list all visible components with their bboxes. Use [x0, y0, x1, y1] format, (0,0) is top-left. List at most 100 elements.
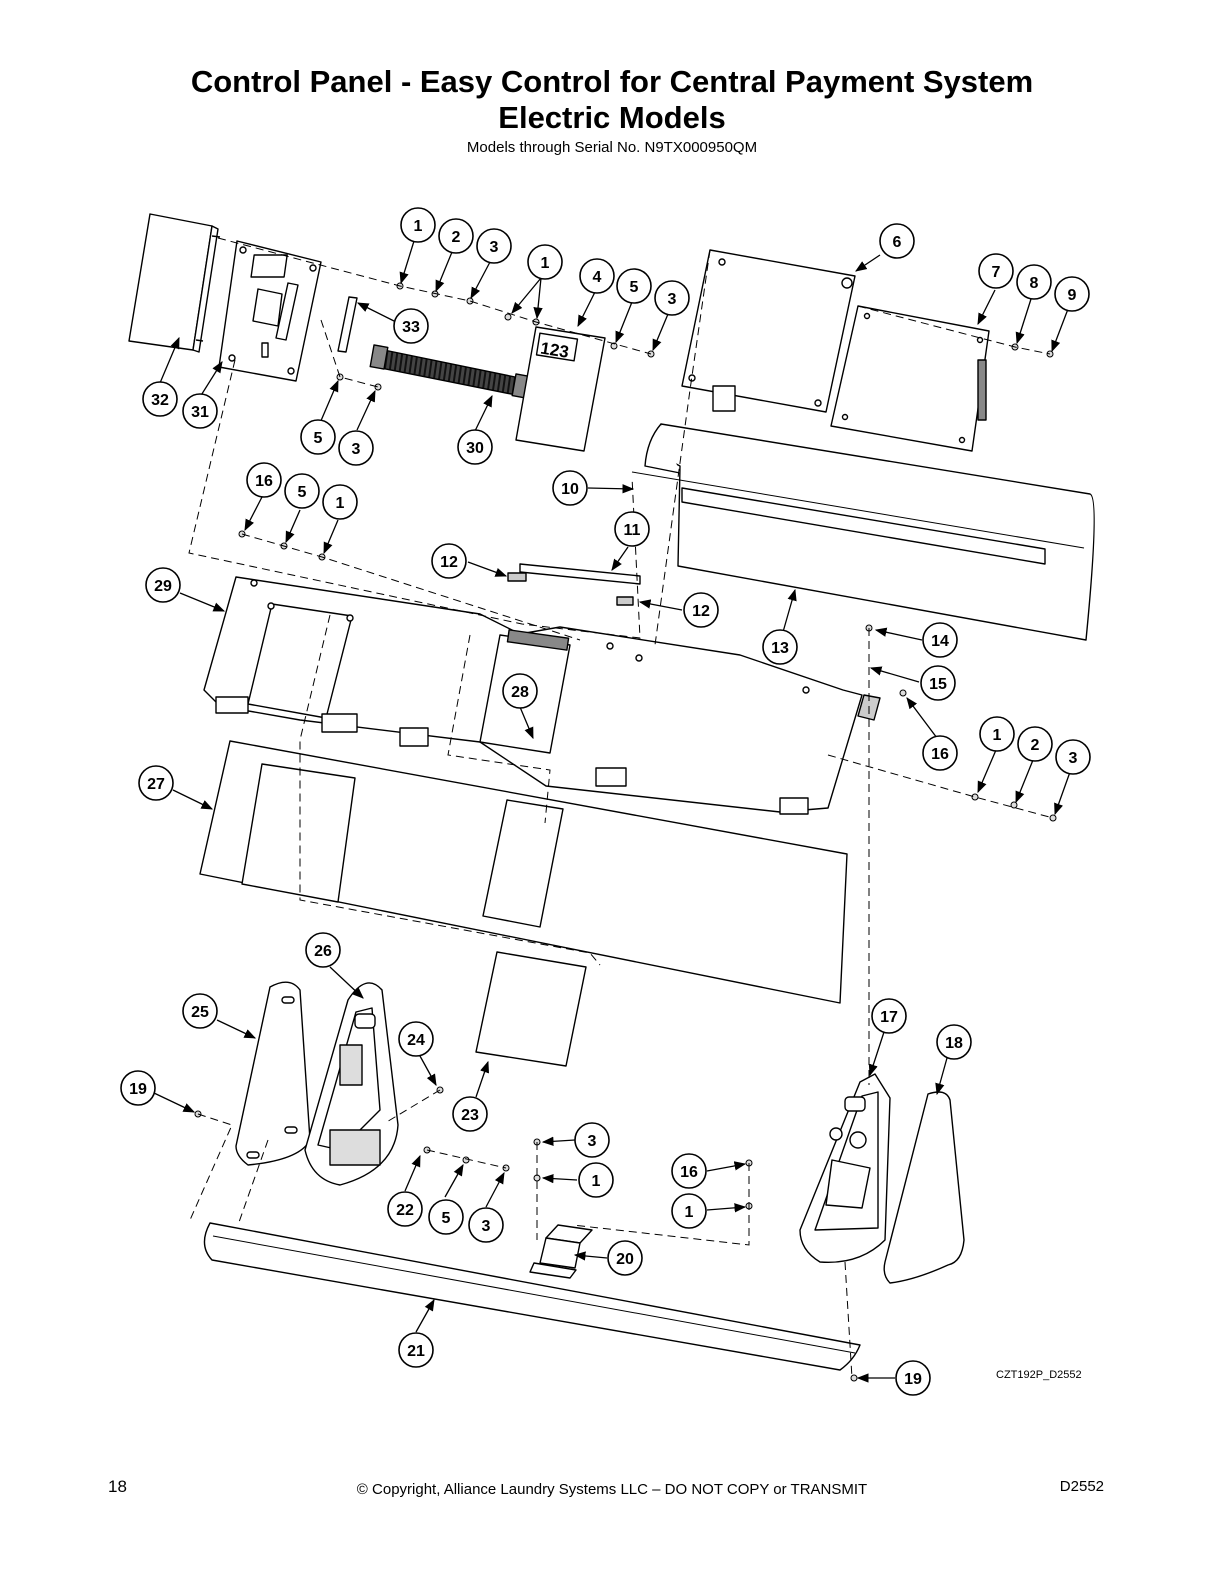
callout-23: 23	[452, 1096, 488, 1132]
callout-number: 8	[1030, 275, 1039, 292]
keypad-digits: 123	[539, 339, 570, 362]
part-25-side-panel	[235, 981, 311, 1166]
callout-number: 5	[314, 430, 323, 447]
callout-number: 10	[561, 481, 579, 498]
callout-number: 5	[298, 484, 307, 501]
part-4-keypad-board: 123	[515, 326, 606, 452]
callout-14: 14	[922, 622, 958, 658]
part-26-side-bracket	[304, 982, 399, 1186]
callout-3: 3	[468, 1207, 504, 1243]
callout-3: 3	[338, 430, 374, 466]
callout-21: 21	[398, 1332, 434, 1368]
page-number: 18	[108, 1477, 127, 1496]
page-title: Control Panel - Easy Control for Central…	[190, 64, 1034, 99]
callout-22: 22	[387, 1191, 423, 1227]
callout-circle	[284, 473, 320, 509]
callout-15: 15	[920, 665, 956, 701]
callout-circle	[552, 470, 588, 506]
callout-26: 26	[305, 932, 341, 968]
callout-number: 7	[992, 264, 1001, 281]
callout-circle	[476, 228, 512, 264]
callout-circle	[398, 1021, 434, 1057]
callout-circle	[654, 280, 690, 316]
callout-circle	[978, 253, 1014, 289]
part-27-overlay-panel	[199, 740, 848, 1004]
callout-29: 29	[145, 567, 181, 603]
callout-number: 26	[314, 943, 332, 960]
callout-13: 13	[762, 629, 798, 665]
part-17-side-bracket	[799, 1073, 891, 1264]
callout-circle	[457, 429, 493, 465]
callout-11: 11	[614, 511, 650, 547]
callout-number: 18	[945, 1035, 963, 1052]
callout-circle	[922, 735, 958, 771]
callout-number: 1	[993, 727, 1002, 744]
callout-6: 6	[879, 223, 915, 259]
callout-3: 3	[654, 280, 690, 316]
callout-circle	[671, 1153, 707, 1189]
document-id: D2552	[1059, 1478, 1104, 1495]
callout-24: 24	[398, 1021, 434, 1057]
callout-circle	[138, 765, 174, 801]
callout-number: 1	[592, 1173, 601, 1190]
callout-circle	[614, 511, 650, 547]
callout-number: 31	[191, 404, 209, 421]
callout-circle	[142, 381, 178, 417]
callout-circle	[452, 1096, 488, 1132]
callout-circle	[871, 998, 907, 1034]
callout-19: 19	[895, 1360, 931, 1396]
callout-16: 16	[671, 1153, 707, 1189]
callout-1: 1	[400, 207, 436, 243]
callout-20: 20	[607, 1240, 643, 1276]
callout-16: 16	[922, 735, 958, 771]
callout-30: 30	[457, 429, 493, 465]
callout-17: 17	[871, 998, 907, 1034]
callout-circle	[683, 592, 719, 628]
callout-circle	[438, 218, 474, 254]
callout-5: 5	[616, 268, 652, 304]
callout-16: 16	[246, 462, 282, 498]
callout-circle	[182, 993, 218, 1029]
callout-circle	[579, 258, 615, 294]
page-subtitle: Models through Serial No. N9TX000950QM	[466, 139, 758, 156]
callout-circle	[607, 1240, 643, 1276]
part-12-pad	[507, 572, 527, 582]
part-13-console-panel	[631, 423, 1095, 641]
callout-12: 12	[683, 592, 719, 628]
callout-2: 2	[1017, 726, 1053, 762]
callout-circle	[468, 1207, 504, 1243]
copyright-notice: © Copyright, Alliance Laundry Systems LL…	[356, 1481, 868, 1498]
callout-number: 16	[931, 746, 949, 763]
callout-number: 3	[482, 1218, 491, 1235]
part-12-pad-2	[616, 596, 634, 606]
callout-number: 4	[593, 269, 602, 286]
callout-number: 20	[616, 1251, 634, 1268]
callout-number: 16	[680, 1164, 698, 1181]
callout-circle	[145, 567, 181, 603]
callout-circle	[387, 1191, 423, 1227]
callout-circle	[1054, 276, 1090, 312]
part-7-circuit-board	[830, 305, 990, 452]
callout-circle	[182, 393, 218, 429]
callout-circle	[120, 1070, 156, 1106]
callout-number: 5	[630, 279, 639, 296]
callout-number: 1	[336, 495, 345, 512]
callout-number: 21	[407, 1343, 425, 1360]
callout-number: 9	[1068, 287, 1077, 304]
callout-circle	[246, 462, 282, 498]
callout-32: 32	[142, 381, 178, 417]
callout-10: 10	[552, 470, 588, 506]
callout-18: 18	[936, 1024, 972, 1060]
callout-number: 6	[893, 234, 902, 251]
alignment-lines	[188, 237, 1054, 1379]
callout-1: 1	[578, 1162, 614, 1198]
callout-number: 24	[407, 1032, 425, 1049]
callout-number: 23	[461, 1107, 479, 1124]
callout-circle	[936, 1024, 972, 1060]
callout-circle	[305, 932, 341, 968]
callout-2: 2	[438, 218, 474, 254]
callout-number: 3	[1069, 750, 1078, 767]
callout-1: 1	[527, 244, 563, 280]
part-23-cover-plate	[475, 951, 587, 1067]
